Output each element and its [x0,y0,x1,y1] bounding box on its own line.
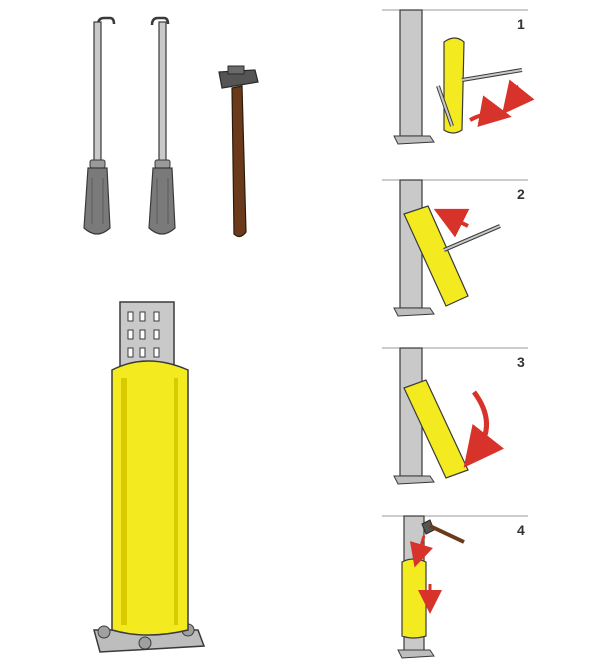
step-4-panel: 4 [382,515,528,659]
step-4-number: 4 [517,522,525,538]
hammer-icon [218,65,259,238]
step-1-panel: 1 [382,9,535,145]
step-3-number: 3 [517,354,525,370]
installed-upright-guard [93,301,206,653]
pry-bar-icon [83,16,116,235]
step-2-panel: 2 [382,179,528,317]
tools-group [83,16,259,238]
pry-bar-icon [148,16,176,235]
step-3-panel: 3 [382,347,528,485]
step-1-number: 1 [517,16,525,32]
step-2-number: 2 [517,186,525,202]
